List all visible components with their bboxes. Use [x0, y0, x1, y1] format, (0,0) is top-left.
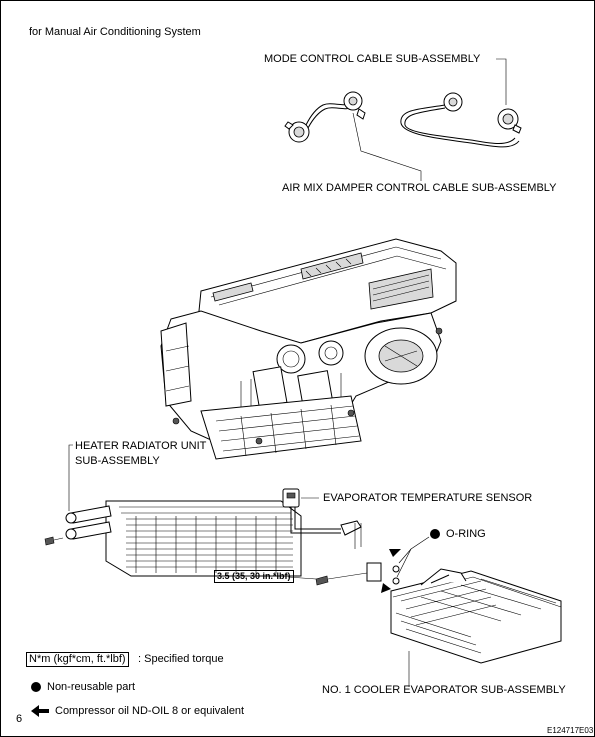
compressor-oil-legend-text: Compressor oil ND-OIL 8 or equivalent: [55, 705, 245, 717]
cooler-evaporator-drawing: [315, 562, 562, 687]
air-mix-damper-control-cable-drawing: [284, 91, 366, 143]
page-number: 6: [16, 713, 23, 725]
torque-units-box: N*m (kgf*cm, ft.*lbf): [26, 652, 129, 667]
non-reusable-dot-icon: [31, 682, 41, 692]
figure-id: E124717E03: [547, 726, 594, 735]
cooler-evaporator-label: NO. 1 COOLER EVAPORATOR SUB-ASSEMBLY: [322, 684, 566, 696]
torque-value-box: 3.5 (35, 30 in.*lbf): [214, 570, 294, 583]
air-conditioner-unit-drawing: [160, 238, 457, 460]
torque-description: : Specified torque: [138, 653, 224, 665]
oil-arrow-icon: [31, 705, 49, 717]
non-reusable-legend-text: Non-reusable part: [47, 681, 136, 693]
air-mix-damper-cable-label: AIR MIX DAMPER CONTROL CABLE SUB-ASSEMBL…: [282, 182, 557, 194]
evaporator-temperature-sensor-drawing: [282, 488, 362, 549]
heater-radiator-label-line1: HEATER RADIATOR UNIT: [75, 440, 207, 452]
o-ring-label: O-RING: [446, 528, 486, 540]
evaporator-temperature-sensor-label: EVAPORATOR TEMPERATURE SENSOR: [323, 492, 533, 504]
page-header-title: for Manual Air Conditioning System: [29, 26, 201, 38]
mode-control-cable-drawing: [400, 92, 522, 148]
mode-control-cable-label: MODE CONTROL CABLE SUB-ASSEMBLY: [264, 53, 481, 65]
o-ring-marker-dot: [430, 529, 440, 539]
heater-radiator-label-line2: SUB-ASSEMBLY: [75, 455, 160, 467]
heater-radiator-unit-drawing: [44, 444, 302, 577]
